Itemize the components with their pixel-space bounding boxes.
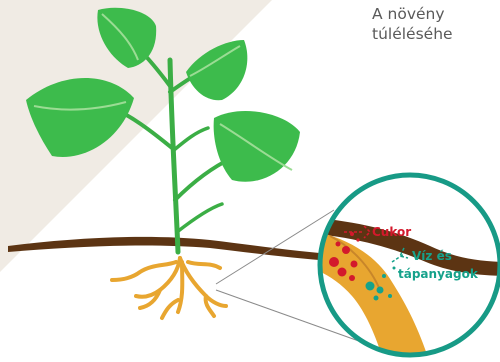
caption-line-1: A növény — [372, 4, 500, 24]
sugar-label: Cukor — [372, 225, 411, 239]
water-label-line2: tápanyagok — [398, 267, 479, 281]
inset-circle: Cukor Víz és tápanyagok — [316, 175, 500, 362]
caption-text: A növény túléléséhe — [372, 4, 500, 44]
caption-line-2: túléléséhe — [372, 24, 500, 44]
roots — [112, 258, 226, 318]
water-label-line1: Víz és — [412, 249, 452, 263]
leaf-right — [214, 111, 300, 182]
